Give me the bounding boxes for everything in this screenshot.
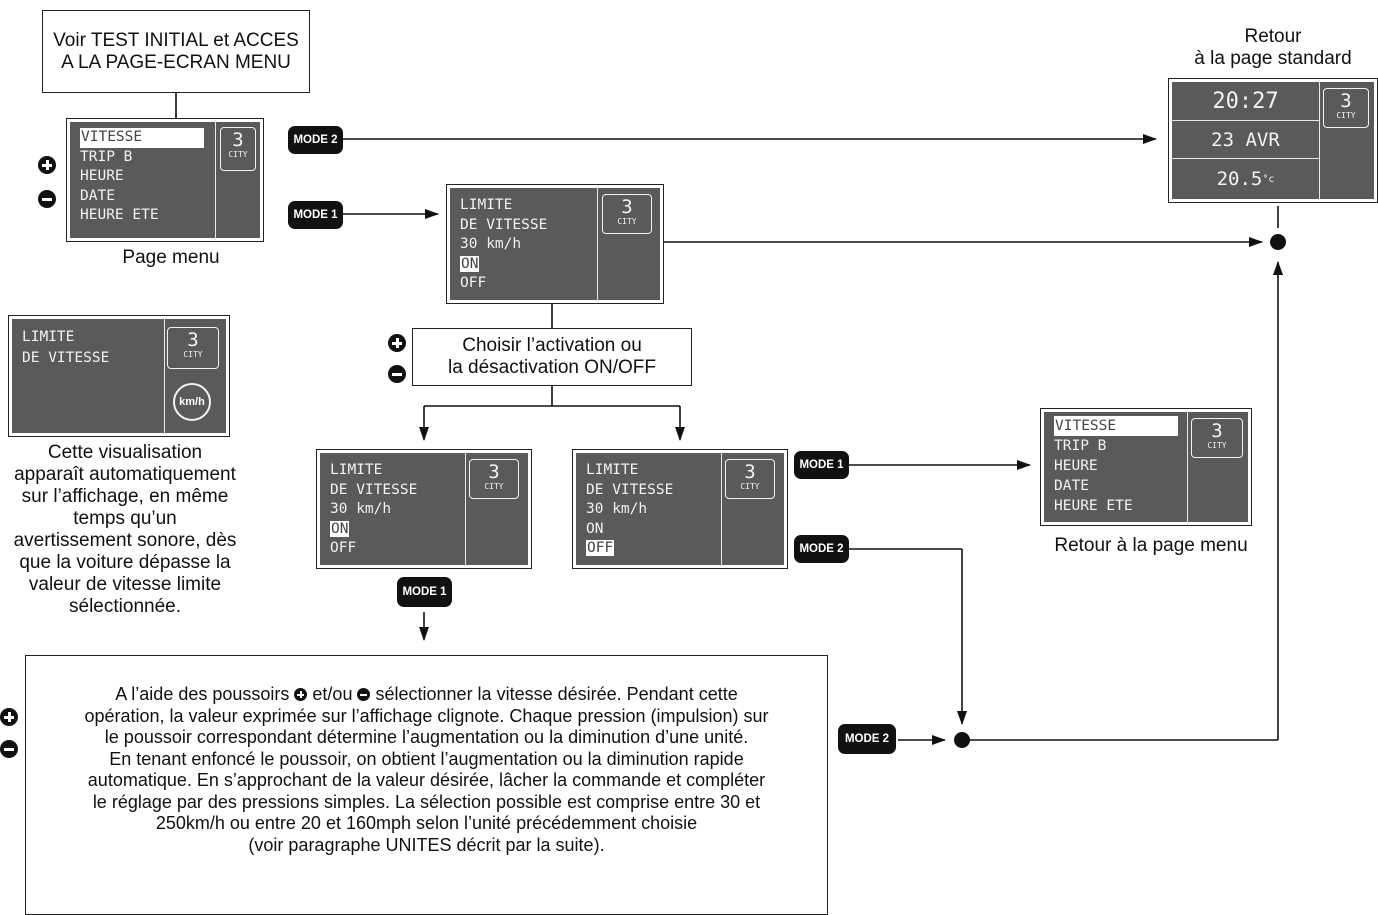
speed-limit-icon: km/h <box>173 383 211 421</box>
menu-caption: Page menu <box>122 247 220 268</box>
mode2-button[interactable]: MODE 2 <box>288 126 343 154</box>
plus-icon <box>294 688 308 701</box>
choose-on-off-box: Choisir l’activation ou la désactivation… <box>412 328 692 386</box>
plus-icon <box>0 708 18 726</box>
plus-icon <box>388 334 406 352</box>
temperature-display: 20.5°c <box>1216 168 1275 190</box>
date-display: 23 AVR <box>1211 129 1280 151</box>
plus-icon <box>38 156 56 174</box>
menu-item-heure: HEURE <box>80 168 124 184</box>
minus-icon <box>0 740 18 758</box>
junction-dot-lower <box>954 732 970 748</box>
menu-item-heure-ete: HEURE ETE <box>80 207 159 223</box>
initial-test-box: Voir TEST INITIAL et ACCES A LA PAGE-ECR… <box>42 10 310 93</box>
menu-return-caption: Retour à la page menu <box>1054 535 1248 556</box>
clock-time: 20:27 <box>1212 88 1279 114</box>
mode2-button[interactable]: MODE 2 <box>838 724 896 754</box>
initial-test-line2: A LA PAGE-ECRAN MENU <box>61 51 291 73</box>
menu-item-trip-b: TRIP B <box>80 148 133 165</box>
mode1-button[interactable]: MODE 1 <box>794 451 849 479</box>
menu-item-vitesse: VITESSE <box>80 128 204 148</box>
mode2-button[interactable]: MODE 2 <box>794 535 849 563</box>
mode1-button[interactable]: MODE 1 <box>397 577 452 607</box>
minus-icon <box>38 190 56 208</box>
instructions-box: A l’aide des poussoirs et/ou sélectionne… <box>25 655 828 915</box>
initial-test-line1: Voir TEST INITIAL et ACCES <box>53 29 299 51</box>
junction-dot-upper <box>1270 234 1286 250</box>
mode1-button[interactable]: MODE 1 <box>288 201 343 229</box>
minus-icon <box>357 688 371 701</box>
menu-item-date: DATE <box>80 187 115 204</box>
minus-icon <box>388 365 406 383</box>
